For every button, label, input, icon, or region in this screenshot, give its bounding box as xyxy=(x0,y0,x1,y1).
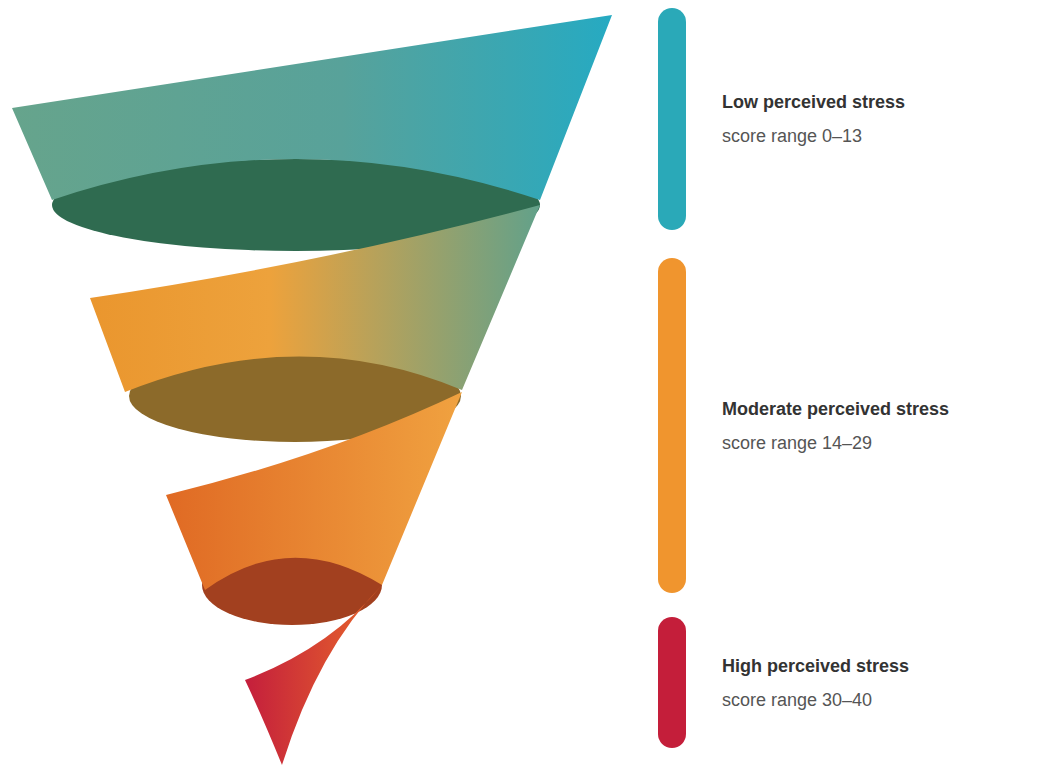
stress-band: High perceived stress score range 30–40 xyxy=(658,617,1052,748)
band-label: Low perceived stress score range 0–13 xyxy=(722,91,905,147)
stress-band: Moderate perceived stress score range 14–… xyxy=(658,258,1052,593)
band-bar xyxy=(658,617,686,748)
band-range: score range 30–40 xyxy=(722,689,909,711)
band-heading: Low perceived stress xyxy=(722,91,905,113)
band-range: score range 14–29 xyxy=(722,432,949,454)
band-bar xyxy=(658,8,686,230)
funnel-ribbon xyxy=(12,15,612,200)
band-heading: Moderate perceived stress xyxy=(722,398,949,420)
band-bar xyxy=(658,258,686,593)
funnel-ribbon xyxy=(245,585,382,765)
stress-band: Low perceived stress score range 0–13 xyxy=(658,8,1052,230)
band-label: Moderate perceived stress score range 14–… xyxy=(722,398,949,454)
band-label: High perceived stress score range 30–40 xyxy=(722,655,909,711)
band-range: score range 0–13 xyxy=(722,125,905,147)
band-heading: High perceived stress xyxy=(722,655,909,677)
funnel-ribbon xyxy=(166,392,462,590)
funnel-ribbon xyxy=(90,205,540,392)
